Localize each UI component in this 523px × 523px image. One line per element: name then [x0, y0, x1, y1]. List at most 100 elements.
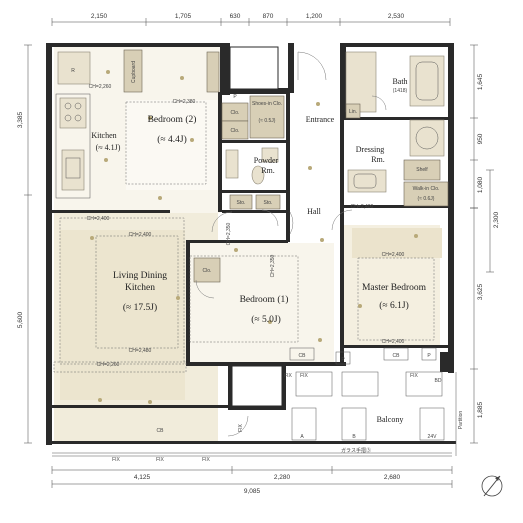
shelf-label: Shelf — [416, 167, 428, 173]
master-bedroom-area: (≈ 6.1J) — [379, 300, 409, 311]
fix-label-7: FIX — [238, 423, 244, 431]
powder-room-line1: Powder — [254, 156, 279, 165]
dim-bottom-3: 2,680 — [384, 474, 401, 481]
glass-handrail: ガラス手摺③ — [341, 447, 371, 454]
cb-label-3: CB — [157, 428, 165, 434]
cooktop — [59, 97, 87, 129]
fix-label-5: FIX — [156, 457, 164, 463]
dim-right-4: 2,300 — [493, 211, 500, 228]
clo-label-2: Clo. — [231, 128, 240, 134]
north-arrow-icon — [481, 475, 503, 497]
entrance-name: Entrance — [306, 115, 335, 124]
dim-bottom-1: 4,125 — [134, 474, 151, 481]
bd-label: BD — [435, 378, 442, 384]
bath-size: (1418) — [393, 88, 408, 94]
dim-right-3: 1,080 — [477, 176, 484, 193]
ceiling-height-ldk-1: CH=2,400 — [87, 216, 110, 222]
walk-in-closet — [403, 181, 449, 207]
bath-washing-area — [345, 51, 377, 113]
cb-label-2: CB — [393, 353, 401, 359]
ceiling-outlines — [53, 101, 435, 373]
bedroom1-name: Bedroom (1) — [240, 294, 289, 305]
cupboard — [123, 49, 143, 93]
kitchen-area: (≈ 4.1J) — [96, 143, 121, 152]
dim-bottom-total: 9,085 — [244, 488, 261, 495]
dim-left-2: 5,600 — [17, 311, 24, 328]
toilet — [251, 165, 265, 185]
bedroom1-area: (≈ 5.0J) — [251, 314, 281, 325]
fix-label-6: FIX — [202, 457, 210, 463]
ceiling-height-bedroom1: CH=2,350 — [270, 254, 276, 277]
storage-label-1: Sto. — [237, 200, 246, 206]
ceiling-height-ldk-3: CH=2,480 — [129, 348, 152, 354]
hall-name: Hall — [307, 207, 322, 216]
balcony-unit-b: B — [352, 434, 356, 440]
dim-right-6: 1,885 — [477, 401, 484, 418]
lin-label: Lin. — [349, 109, 357, 115]
fix-label-3: FIX — [410, 373, 418, 379]
vanity — [347, 169, 387, 193]
p-label-3: P — [427, 353, 431, 359]
dim-right-5: 3,625 — [477, 283, 484, 300]
dim-right-1: 1,645 — [477, 73, 484, 90]
cupboard-label: Cupboard — [131, 61, 137, 83]
walk-in-closet-area: (≈ 0.6J) — [418, 196, 435, 202]
balcony-name: Balcony — [377, 415, 404, 424]
fridge-label: R — [71, 68, 75, 74]
shoes-in-closet — [249, 95, 285, 139]
outlet-symbols — [90, 70, 418, 404]
powder-room-line2: Rm. — [261, 166, 275, 175]
floor-tints — [54, 45, 442, 442]
ldk-name-line2: Kitchen — [125, 283, 155, 293]
ceiling-height-master-2: CH=2,400 — [382, 339, 405, 345]
fix-label-4: FIX — [112, 457, 120, 463]
master-bedroom-name: Master Bedroom — [362, 283, 427, 293]
ldk-name-line1: Living Dining — [113, 271, 167, 281]
cb-label-1: CB — [299, 353, 307, 359]
shoes-closet-name: Shoes-in Clo. — [252, 101, 282, 107]
bath-name: Bath — [392, 77, 407, 86]
p-label-2: P — [341, 357, 345, 363]
bedroom2-area: (≈ 4.4J) — [157, 134, 187, 145]
balcony-24v: 24V — [428, 434, 438, 440]
walk-in-closet-name: Walk-in Clo. — [413, 186, 440, 192]
storage-label-2: Sto. — [264, 200, 273, 206]
storage-2 — [255, 194, 281, 210]
dim-top-6: 2,530 — [388, 13, 405, 20]
balcony-unit-a: A — [300, 434, 304, 440]
fix-label-2: FIX — [300, 373, 308, 379]
closet-ldk — [193, 257, 221, 283]
dim-left-1: 3,385 — [17, 111, 24, 128]
ceiling-height-bedroom2: CH=2,380 — [173, 99, 196, 105]
ceiling-height-ldk-2: CH=2,400 — [129, 232, 152, 238]
ceiling-height-corridor: CH=2,350 — [226, 222, 232, 245]
doors — [195, 51, 387, 437]
dim-top-1: 2,150 — [91, 13, 108, 20]
fix-label-1: FIX — [284, 373, 292, 379]
dressing-room-line1: Dressing — [356, 145, 384, 154]
p-label-1: P — [233, 94, 237, 100]
dressing-room-line2: Rm. — [371, 155, 385, 164]
washing-machine — [409, 119, 445, 157]
dim-top-4: 870 — [263, 13, 274, 20]
dimension-lines — [24, 18, 494, 488]
refrigerator — [57, 51, 91, 85]
balcony-railing — [52, 372, 457, 457]
dim-bottom-2: 2,280 — [274, 474, 291, 481]
kitchen-name: Kitchen — [91, 131, 116, 140]
dim-right-2: 950 — [477, 133, 484, 144]
dim-top-2: 1,705 — [175, 13, 192, 20]
ceiling-height-hall: CH=2,400 — [351, 204, 374, 210]
dim-top-5: 1,200 — [306, 13, 323, 20]
partition-label: Partition — [458, 411, 464, 430]
clo-label-ldk: Clo. — [203, 268, 212, 274]
storage-1 — [229, 194, 253, 210]
walls — [46, 43, 456, 445]
bedroom2-name: Bedroom (2) — [148, 114, 197, 125]
fixtures — [55, 49, 449, 441]
kitchen-sink — [61, 149, 85, 191]
ldk-area: (≈ 17.5J) — [123, 302, 157, 313]
dim-top-3: 630 — [230, 13, 241, 20]
ceiling-height-kitchen: CH=2,260 — [89, 84, 112, 90]
